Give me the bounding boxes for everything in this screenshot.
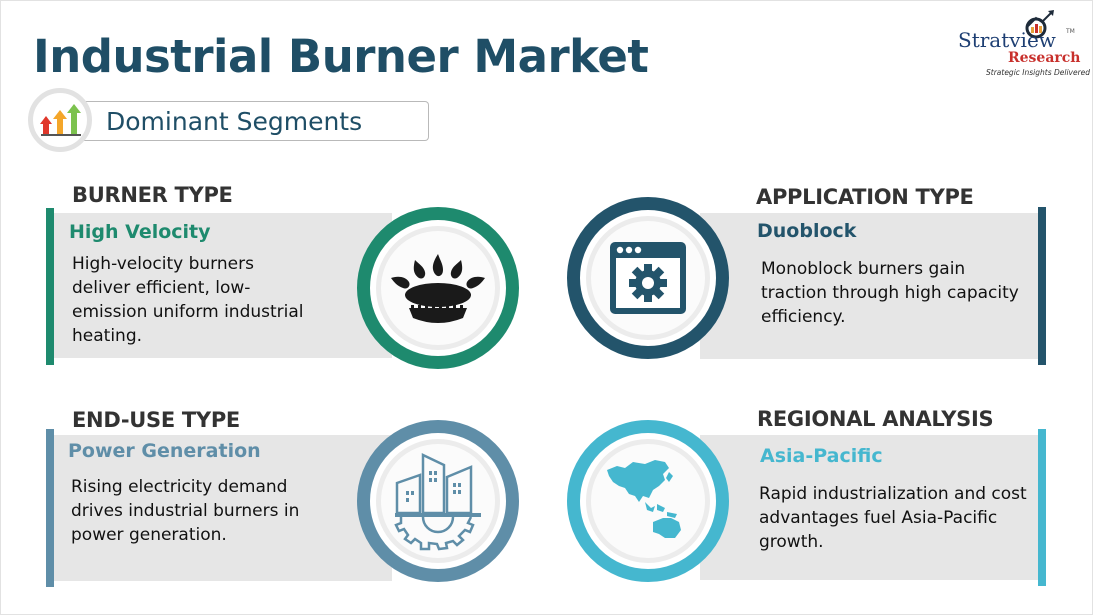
stratview-logo: Stratview TM Research Strategic Insights…	[948, 8, 1091, 83]
logo-name-research: Research	[1008, 50, 1081, 66]
regional-analysis-ring	[567, 420, 729, 582]
burner-type-heading: BURNER TYPE	[72, 183, 233, 207]
industry-gear-icon	[394, 453, 481, 551]
application-type-panel	[700, 213, 1040, 359]
subtitle-text: Dominant Segments	[106, 107, 363, 136]
asia-pacific-map-icon	[607, 460, 681, 538]
logo-trademark: TM	[1066, 28, 1075, 35]
application-type-description: Monoblock burners gain traction through …	[761, 259, 1019, 327]
end-use-type-panel	[52, 435, 392, 581]
growth-arrows-icon	[28, 88, 92, 152]
burner-type-ring	[357, 207, 519, 369]
regional-analysis-description: Rapid industrialization and cost advanta…	[759, 484, 1027, 552]
regional-analysis-label: Asia-Pacific	[760, 445, 883, 467]
end-use-type-heading: END-USE TYPE	[72, 408, 240, 432]
end-use-type-label: Power Generation	[68, 440, 261, 462]
logo-tagline: Strategic Insights Delivered	[986, 68, 1091, 77]
burner-type-panel	[52, 213, 392, 358]
subtitle-box	[68, 101, 429, 141]
logo-name-stratview: Stratview	[958, 28, 1056, 52]
burner-type-accent-bar	[46, 208, 54, 365]
gas-burner-icon	[391, 254, 485, 323]
page-title: Industrial Burner Market	[33, 30, 649, 83]
application-type-label: Duoblock	[757, 220, 857, 242]
magnifier-chart-icon	[1025, 10, 1054, 39]
end-use-type-accent-bar	[46, 429, 54, 587]
application-type-ring	[567, 197, 729, 359]
end-use-type-description: Rising electricity demand drives industr…	[71, 477, 300, 545]
regional-analysis-panel	[700, 435, 1040, 580]
burner-type-label: High Velocity	[69, 221, 211, 243]
application-type-heading: APPLICATION TYPE	[756, 185, 974, 209]
burner-type-description: High-velocity burners deliver efficient,…	[72, 254, 304, 346]
regional-analysis-accent-bar	[1038, 429, 1046, 586]
application-type-accent-bar	[1038, 207, 1046, 365]
regional-analysis-heading: REGIONAL ANALYSIS	[757, 407, 994, 431]
settings-window-icon	[610, 242, 686, 314]
end-use-type-ring	[357, 420, 519, 582]
